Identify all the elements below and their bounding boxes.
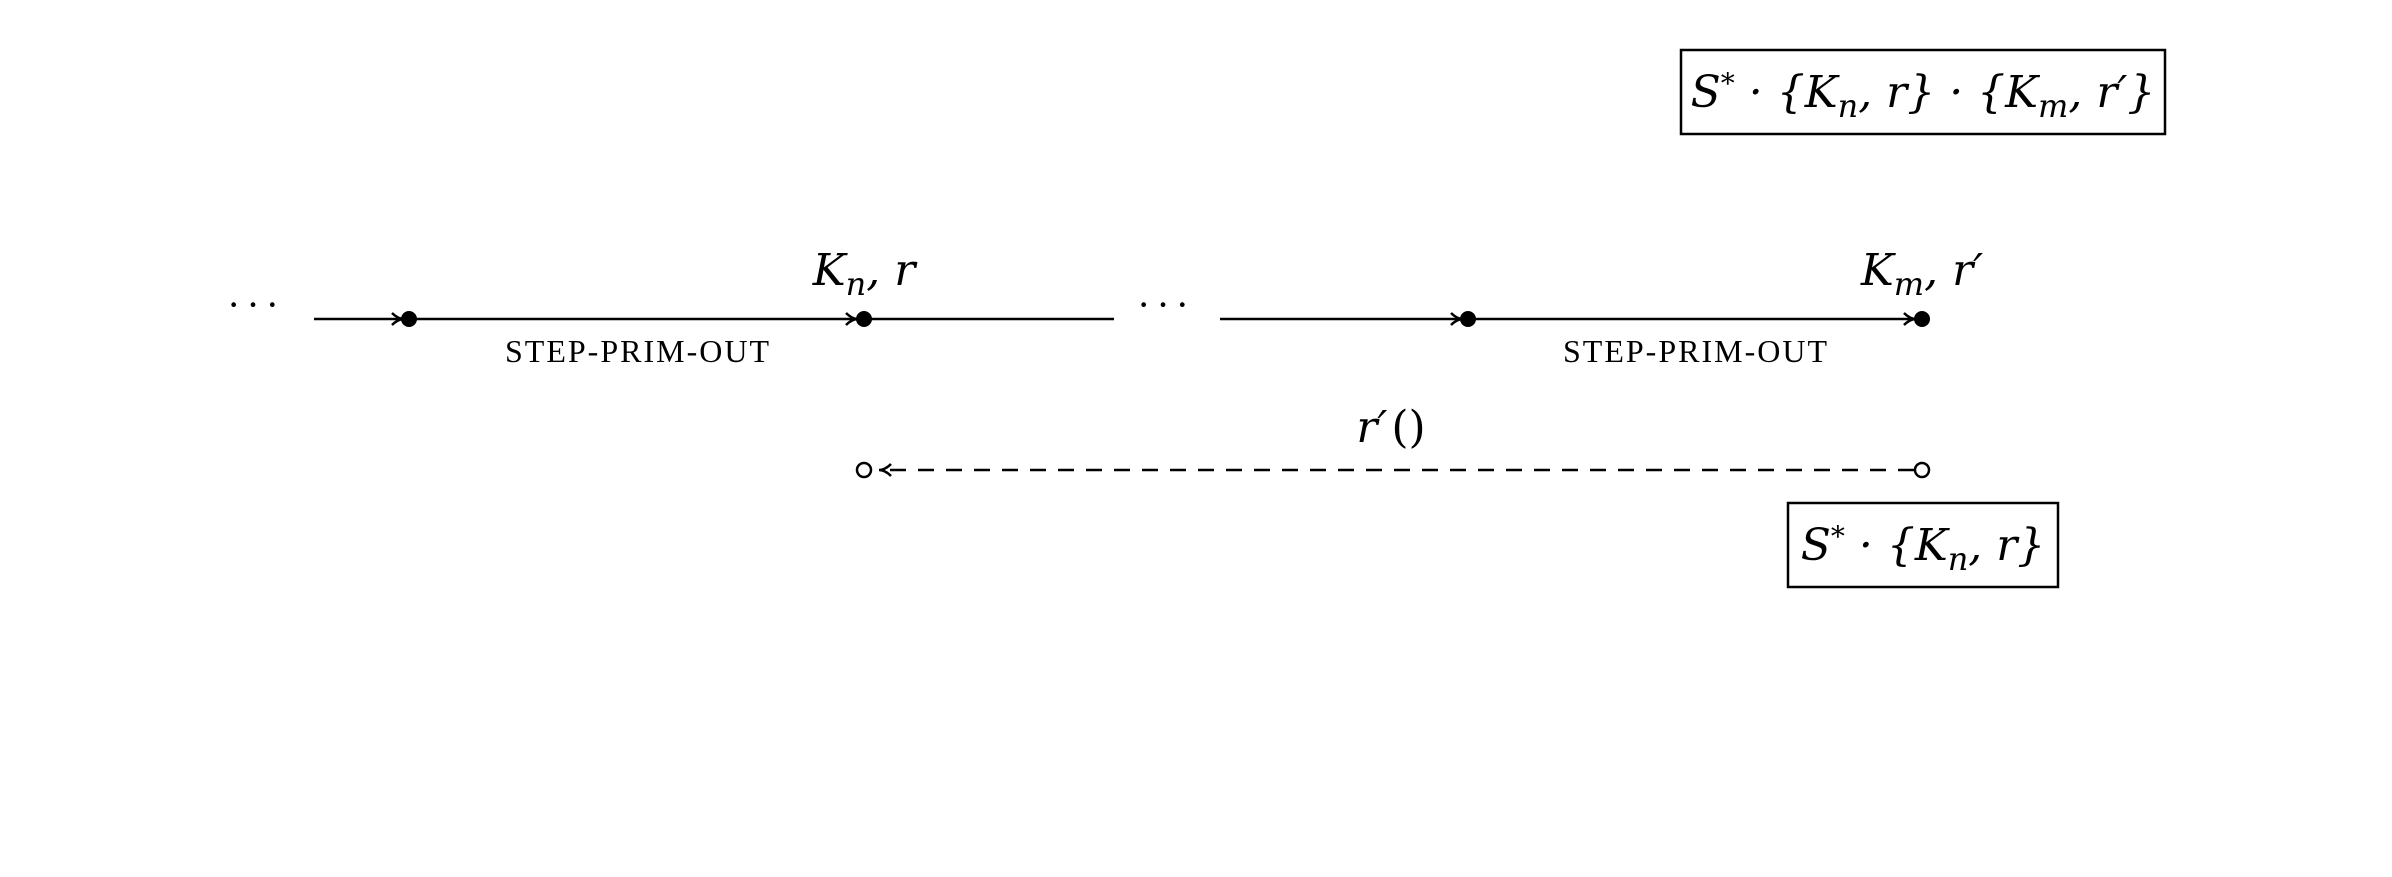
store-bottom-text: S* · {Kn, r}	[1801, 520, 2046, 578]
return-label: r′()	[1356, 402, 1425, 453]
label-kn-r: Kn, r	[812, 245, 918, 303]
node-1	[401, 311, 417, 327]
node-3	[1460, 311, 1476, 327]
label-km-r2: Km, r′	[1860, 245, 1983, 303]
return-target-node	[855, 461, 873, 479]
ellipsis-left: ···	[227, 282, 285, 327]
node-kn-r	[856, 311, 872, 327]
node-km-r2	[1914, 311, 1930, 327]
ellipsis-middle: ···	[1137, 282, 1195, 327]
store-top-text: S* · {Kn, r} · {Km, r′}	[1691, 67, 2156, 125]
rule-label-step-prim-out-2: STEP-PRIM-OUT	[1563, 333, 1829, 369]
store-box-bottom	[1786, 501, 2060, 589]
return-source-node	[1913, 461, 1931, 479]
rule-label-step-prim-out-1: STEP-PRIM-OUT	[505, 333, 771, 369]
store-box-top	[1679, 48, 2167, 136]
